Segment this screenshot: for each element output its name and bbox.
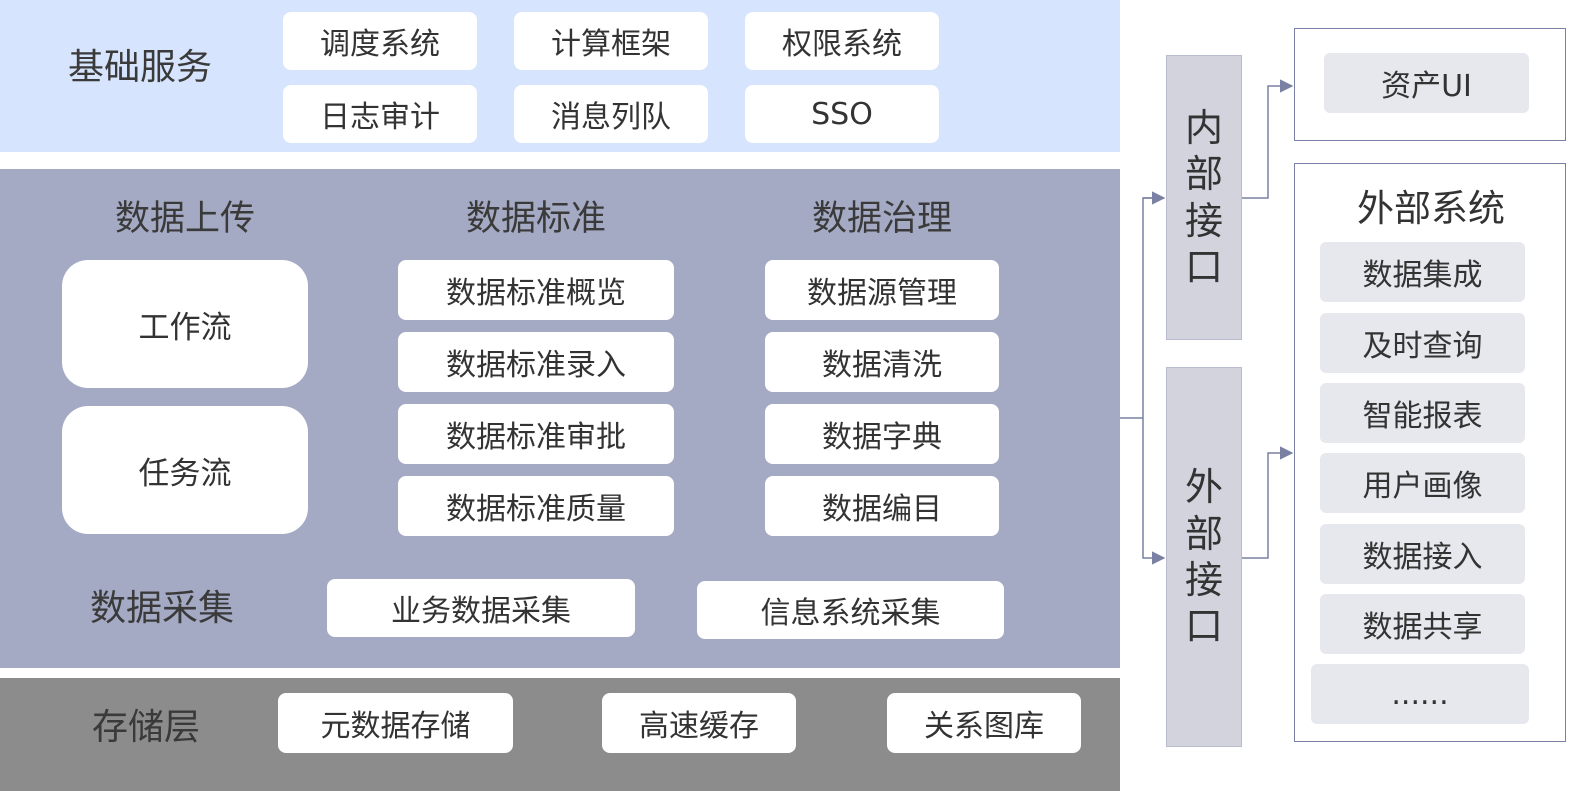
taskflow-box: 任务流 [62,406,308,534]
internal-interface-char: 内 [1184,105,1223,150]
storage-band: 存储层 元数据存储 高速缓存 关系图库 [0,678,1120,791]
asset-ui-box: 资产UI [1324,53,1529,113]
data-governance-title: 数据治理 [811,199,952,239]
compute-framework-box: 计算框架 [514,12,708,70]
smart-report-box: 智能报表 [1320,383,1525,443]
business-data-collection-box: 业务数据采集 [327,579,635,637]
internal-to-asset-ui-connector [1242,79,1294,199]
data-dictionary-box: 数据字典 [765,404,999,464]
basic-services-band: 基础服务 调度系统 计算框架 权限系统 日志审计 消息列队 SSO [0,0,1120,152]
high-speed-cache-box: 高速缓存 [602,693,796,753]
message-queue-box: 消息列队 [514,85,708,143]
data-collection-label: 数据采集 [90,588,235,629]
graph-database-box: 关系图库 [887,693,1081,753]
data-standard-title: 数据标准 [465,199,606,239]
standard-approval-box: 数据标准审批 [398,404,674,464]
external-interface-char: 外 [1184,465,1223,510]
core-to-interfaces-connector [1120,197,1164,558]
internal-interface-char: 部 [1184,152,1223,197]
standard-entry-box: 数据标准录入 [398,332,674,392]
external-interface-char: 部 [1184,511,1223,556]
log-audit-box: 日志审计 [283,85,477,143]
workflow-box: 工作流 [62,260,308,388]
internal-interface-box: 内 部 接 口 [1166,55,1242,340]
data-cleansing-box: 数据清洗 [765,332,999,392]
data-catalog-box: 数据编目 [765,476,999,536]
metadata-storage-box: 元数据存储 [278,693,513,753]
external-systems-title: 外部系统 [1357,187,1505,230]
external-to-systems-connector [1242,446,1294,559]
datasource-management-box: 数据源管理 [765,260,999,320]
more-items-box: ...... [1311,664,1529,724]
data-upload-title: 数据上传 [114,199,255,239]
internal-interface-char: 口 [1184,244,1223,289]
scheduling-system-box: 调度系统 [283,12,477,70]
external-interface-char: 接 [1184,558,1223,602]
data-access-box: 数据接入 [1320,524,1525,584]
external-interface-char: 口 [1184,604,1223,649]
standard-quality-box: 数据标准质量 [398,476,674,536]
data-core-band: 数据上传 数据标准 数据治理 工作流 任务流 数据标准概览 数据标准录入 数据标… [0,169,1120,668]
permission-system-box: 权限系统 [745,12,939,70]
instant-query-box: 及时查询 [1320,313,1525,373]
sso-box: SSO [745,85,939,143]
info-system-collection-box: 信息系统采集 [697,581,1004,639]
storage-layer-label: 存储层 [92,707,201,748]
standard-overview-box: 数据标准概览 [398,260,674,320]
internal-interface-char: 接 [1184,198,1223,243]
data-integration-box: 数据集成 [1320,242,1525,302]
data-sharing-box: 数据共享 [1320,594,1525,654]
user-profile-box: 用户画像 [1320,453,1525,513]
external-interface-box: 外 部 接 口 [1166,367,1242,747]
basic-services-label: 基础服务 [68,47,213,88]
